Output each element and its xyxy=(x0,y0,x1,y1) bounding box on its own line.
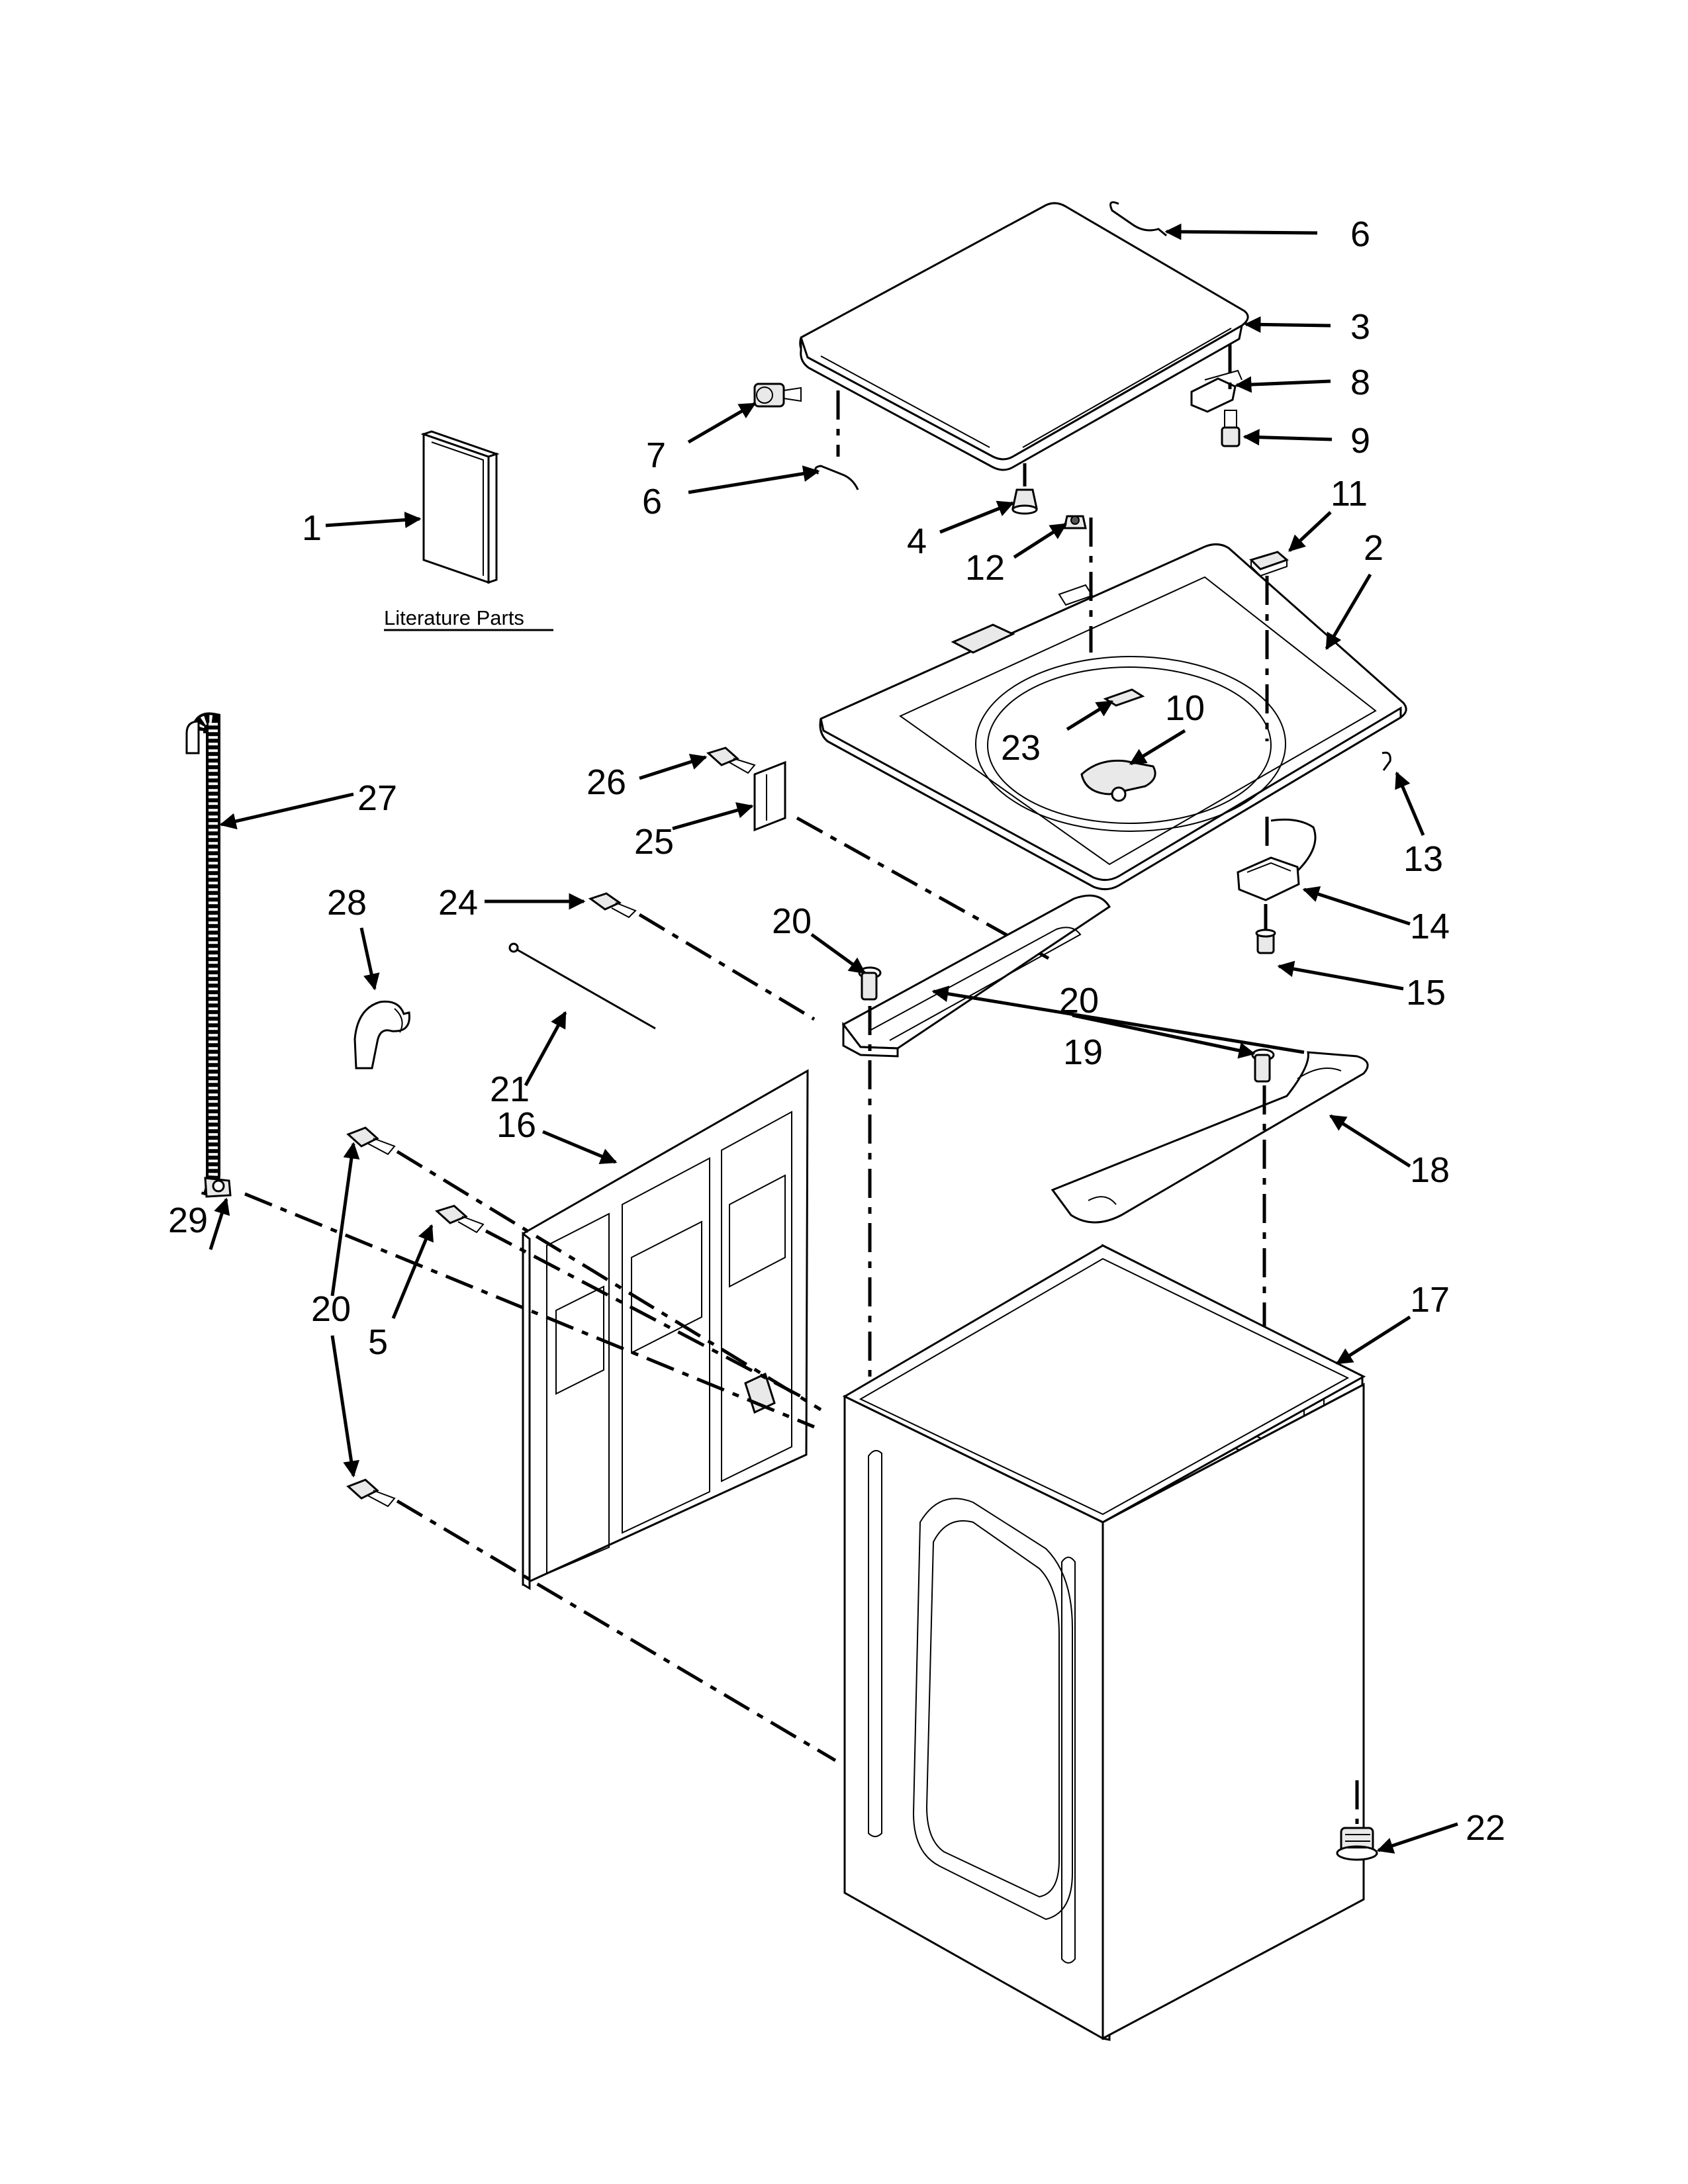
top-panel-screw xyxy=(1063,515,1087,529)
callout-26: 26 xyxy=(586,762,626,802)
drain-hose xyxy=(185,712,220,1195)
callout-19: 19 xyxy=(1063,1032,1103,1072)
rear-screw-5 xyxy=(435,1205,485,1234)
callout-18: 18 xyxy=(1410,1150,1450,1190)
dash-screw-upper xyxy=(396,1150,822,1412)
callout-7: 7 xyxy=(646,435,666,475)
top-right-brace xyxy=(1051,1051,1369,1224)
lid-switch-mount-screw xyxy=(1255,929,1276,954)
washer-lid xyxy=(799,202,1249,471)
bracket-screw-26 xyxy=(706,747,756,774)
dash-screw-lower xyxy=(396,1499,837,1762)
lid-hinge-wire-top xyxy=(1109,201,1167,237)
callout-9: 9 xyxy=(1350,421,1370,461)
lid-hinge-screw xyxy=(753,383,802,408)
callout-15: 15 xyxy=(1406,973,1446,1013)
callout-16: 16 xyxy=(496,1105,536,1145)
lid-hinge-wire-bottom xyxy=(814,465,859,490)
callout-17: 17 xyxy=(1410,1280,1450,1320)
mounting-bracket-25 xyxy=(753,760,786,832)
callout-8: 8 xyxy=(1350,363,1370,402)
lid-switch-actuator xyxy=(1190,369,1243,413)
lid-bumper xyxy=(1011,488,1038,515)
callout-3: 3 xyxy=(1350,307,1370,347)
top-panel-clip xyxy=(1382,751,1391,771)
washer-cabinet xyxy=(842,1244,1366,2041)
cable-tie xyxy=(513,946,656,1030)
callout-2: 2 xyxy=(1364,528,1383,568)
rear-panel xyxy=(522,1069,809,1590)
rear-panel-screw-24 xyxy=(588,892,637,919)
callout-6-bottom: 6 xyxy=(642,482,662,522)
callout-24: 24 xyxy=(438,883,478,923)
callout-20-left: 20 xyxy=(311,1289,351,1329)
callout-5: 5 xyxy=(368,1322,388,1362)
dash-24-to-19 xyxy=(638,913,816,1021)
leveling-leg xyxy=(1336,1827,1378,1861)
callout-1: 1 xyxy=(302,508,322,548)
callout-27: 27 xyxy=(357,778,397,818)
callout-10: 10 xyxy=(1165,688,1205,728)
top-panel xyxy=(819,543,1407,890)
dash-screw-5 xyxy=(485,1229,805,1400)
bleach-dispenser xyxy=(1080,759,1156,802)
literature-parts-booklet xyxy=(420,430,500,584)
callout-12: 12 xyxy=(965,548,1005,588)
callout-6-top: 6 xyxy=(1350,214,1370,254)
callout-25: 25 xyxy=(634,822,674,862)
drain-hose-clamp xyxy=(204,1177,232,1198)
lid-switch-assembly xyxy=(1237,818,1317,901)
rear-screw-upper xyxy=(346,1126,396,1156)
brace-screw-right xyxy=(1251,1048,1275,1083)
lid-switch-screw xyxy=(1221,410,1241,447)
callout-arrows xyxy=(209,223,1458,1854)
callout-22: 22 xyxy=(1466,1808,1505,1848)
callout-21: 21 xyxy=(490,1069,530,1109)
callout-29: 29 xyxy=(168,1201,208,1240)
callout-4: 4 xyxy=(907,522,927,561)
callout-28: 28 xyxy=(327,883,367,923)
lid-strike xyxy=(1249,551,1289,577)
callout-13: 13 xyxy=(1403,839,1443,879)
callout-23: 23 xyxy=(1001,728,1041,768)
callout-20-top-left: 20 xyxy=(772,901,812,941)
drain-hose-form xyxy=(353,1000,410,1069)
dash-hose-to-cabinet xyxy=(244,1192,815,1429)
literature-parts-label: Literature Parts xyxy=(384,606,524,629)
top-left-brace xyxy=(841,894,1111,1058)
callout-11: 11 xyxy=(1331,474,1368,514)
callout-14: 14 xyxy=(1410,907,1450,946)
rear-screw-lower xyxy=(346,1479,396,1508)
callout-20-top-right: 20 xyxy=(1059,981,1099,1021)
